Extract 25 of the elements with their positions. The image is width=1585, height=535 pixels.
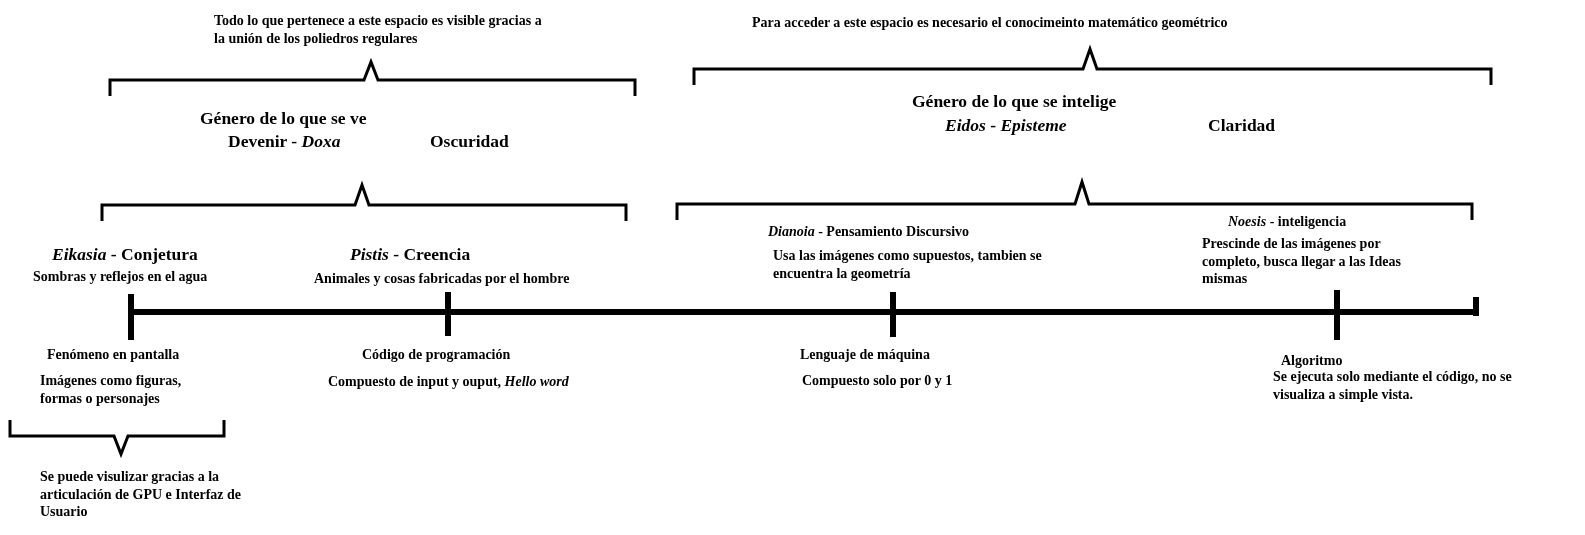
stage-title: Fenómeno en pantalla <box>47 346 181 364</box>
note-text: Todo lo que pertenece a este espacio es visible gracias a la unión de los poliedros regulares <box>214 12 543 47</box>
stage-title: Eikasia - Conjetura <box>52 244 199 266</box>
stage-title: Dianoia - Pensamiento Discursivo <box>768 223 971 241</box>
subheading: Eidos - Episteme <box>945 115 1068 137</box>
heading: Oscuridad <box>430 131 510 153</box>
description: Prescinde de las imágenes por completo, busca llegar a las Ideas mismas <box>1202 235 1402 288</box>
note-text: Para acceder a este espacio es necesario el conocimeinto matemático geométrico <box>752 14 1229 32</box>
stage-title: Noesis - inteligencia <box>1228 213 1348 231</box>
heading: Género de lo que se ve <box>200 108 368 130</box>
description: Usa las imágenes como supuestos, tambien se encuentra la geometría <box>773 247 1043 282</box>
heading: Claridad <box>1208 115 1277 137</box>
description: Compuesto de input y ouput, Hello word <box>328 373 570 391</box>
description: Se ejecuta solo mediante el código, no se visualiza a simple vista. <box>1273 368 1513 403</box>
note-text: Se puede visulizar gracias a la articulación de GPU e Interfaz de Usuario <box>40 468 242 521</box>
heading: Género de lo que se intelige <box>912 91 1118 113</box>
stage-title: Código de programación <box>362 346 512 364</box>
stage-title: Pistis - Creencia <box>350 244 472 266</box>
description: Sombras y reflejos en el agua <box>33 268 209 286</box>
description: Imágenes como figuras, formas o personajes <box>40 372 183 407</box>
description: Compuesto solo por 0 y 1 <box>802 372 954 390</box>
subheading: Devenir - Doxa <box>228 131 342 153</box>
stage-title: Lenguaje de máquina <box>800 346 931 364</box>
description: Animales y cosas fabricadas por el hombre <box>314 270 571 288</box>
stage-title: Algoritmo <box>1281 352 1344 370</box>
